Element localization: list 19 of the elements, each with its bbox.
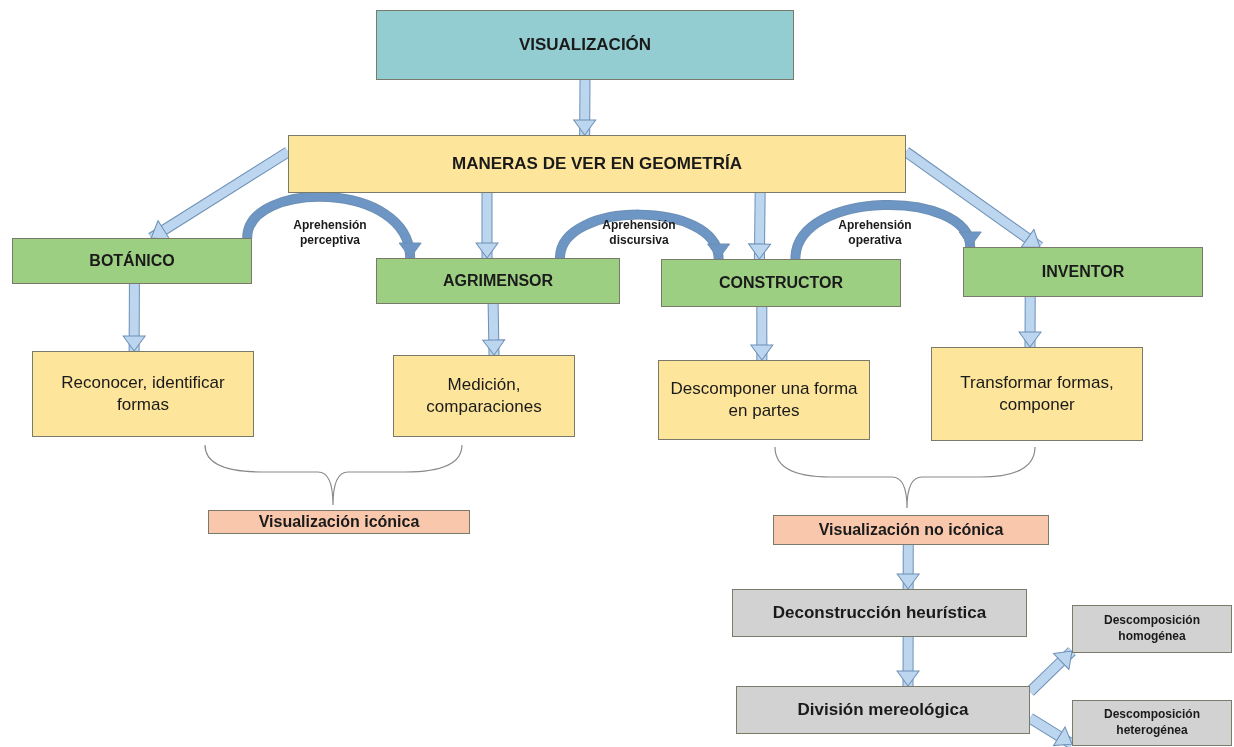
- concept-box: Visualización no icónica: [773, 515, 1049, 545]
- edge-label: Aprehensión perceptiva: [292, 218, 368, 248]
- edge-label: Aprehensión operativa: [837, 218, 913, 248]
- concept-box: Descomposición homogénea: [1072, 605, 1232, 653]
- concept-box: Descomponer una forma en partes: [658, 360, 870, 440]
- concept-box: VISUALIZACIÓN: [376, 10, 794, 80]
- concept-box: División mereológica: [736, 686, 1030, 734]
- concept-box: Visualización icónica: [208, 510, 470, 534]
- concept-box: Descomposición heterogénea: [1072, 700, 1232, 746]
- edge-label: Aprehensión discursiva: [601, 218, 677, 248]
- concept-box: Transformar formas, componer: [931, 347, 1143, 441]
- concept-box: AGRIMENSOR: [376, 258, 620, 304]
- concept-box: INVENTOR: [963, 247, 1203, 297]
- concept-box: CONSTRUCTOR: [661, 259, 901, 307]
- concept-box: Deconstrucción heurística: [732, 589, 1027, 637]
- concept-box: Medición, comparaciones: [393, 355, 575, 437]
- concept-box: Reconocer, identificar formas: [32, 351, 254, 437]
- concept-box: MANERAS DE VER EN GEOMETRÍA: [288, 135, 906, 193]
- concept-box: BOTÁNICO: [12, 238, 252, 284]
